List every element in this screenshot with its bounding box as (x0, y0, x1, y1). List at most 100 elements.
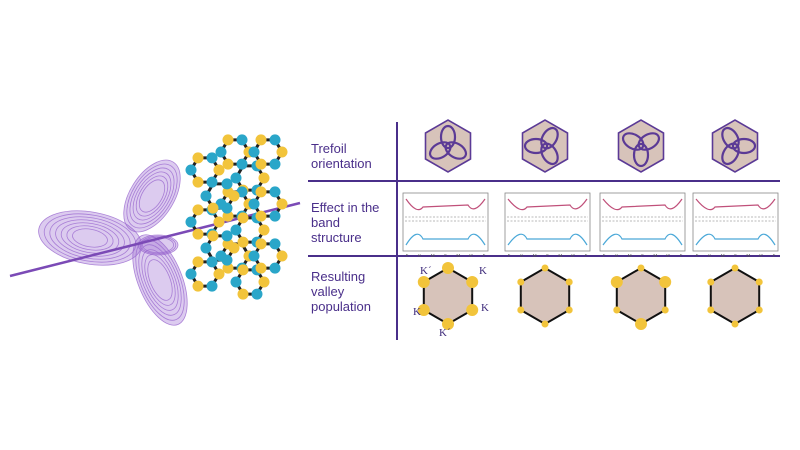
conduction-band (405, 198, 486, 211)
chalcogen-atom (207, 230, 219, 242)
chalcogen-atom (207, 202, 219, 214)
metal-atom (206, 280, 218, 292)
valley-kprime-dot (755, 278, 763, 286)
trefoil-lobe (621, 132, 645, 151)
metal-atom (269, 262, 281, 274)
trefoil-lobe (731, 137, 757, 155)
chalcogen-atom (255, 186, 267, 198)
trefoil-shape (721, 126, 757, 166)
metal-atom (269, 210, 281, 222)
field-lobe (147, 259, 173, 301)
band-tick-label: K (418, 253, 421, 258)
band-tick-label: K (615, 253, 618, 258)
band-tick-label: Γ (406, 253, 409, 258)
band-tick-label: Γ (641, 253, 644, 258)
chalcogen-atom (228, 190, 240, 202)
field-lobe (129, 167, 175, 225)
trefoil-lobe (540, 126, 559, 150)
metal-atom (230, 224, 242, 236)
band-tick-label: Γ (483, 253, 486, 258)
metal-atom (236, 158, 248, 170)
metal-atom (206, 256, 218, 268)
valence-band (405, 233, 486, 246)
trefoil-orientation-row (424, 119, 759, 173)
metal-atom (185, 216, 197, 228)
valley-k-dot (541, 264, 549, 272)
trefoil-lobe (428, 141, 452, 160)
conduction-band (602, 198, 683, 211)
metal-atom (269, 186, 281, 198)
valley-label-k-left: K (413, 306, 421, 318)
metal-atom (200, 190, 212, 202)
metal-atom (269, 238, 281, 250)
field-lobe (135, 239, 185, 321)
valley-k-dot (707, 306, 715, 314)
chalcogen-atom (237, 264, 249, 276)
field-lobe (135, 175, 169, 217)
metal-atom (185, 164, 197, 176)
chalcogen-atom (276, 146, 288, 158)
valley-kprime-dot (417, 276, 430, 288)
table-frame (308, 122, 780, 340)
valley-kprime-dot (466, 276, 479, 288)
field-lobe (123, 159, 181, 233)
valley-kprime-dot (635, 318, 647, 330)
band-tick-label: Γ (696, 253, 699, 258)
metal-atom (185, 268, 197, 280)
field-lobe (132, 171, 172, 221)
chalcogen-atom (192, 228, 204, 240)
trefoil-lobe (523, 137, 549, 155)
metal-atom (221, 202, 233, 214)
band-tick-label: K' (571, 253, 575, 258)
field-lobe (72, 228, 108, 248)
band-tick-label: M (721, 253, 725, 258)
chalcogen-atom (258, 172, 270, 184)
chalcogen-atom (258, 224, 270, 236)
valley-k-dot (755, 306, 763, 314)
band-tick-label: M (653, 253, 657, 258)
band-tick-label: K' (759, 253, 763, 258)
chalcogen-atom (255, 158, 267, 170)
band-tick-label: M (558, 253, 562, 258)
band-tick-label: K' (469, 253, 473, 258)
chalcogen-atom (276, 250, 288, 262)
metal-atom (221, 254, 233, 266)
valley-k-dot (517, 306, 525, 314)
band-plot-frame (504, 192, 591, 252)
band-tick-label: M (746, 253, 750, 258)
trefoil-hexagon (711, 119, 759, 173)
band-tick-label: K (520, 253, 523, 258)
trefoil-hexagon (424, 119, 472, 173)
band-tick-label: M (456, 253, 460, 258)
band-tick-label: M (431, 253, 435, 258)
field-lobe (141, 236, 174, 254)
field-lobe (60, 222, 120, 254)
metal-atom (221, 230, 233, 242)
field-lobe (144, 254, 176, 306)
valley-kprime-dot (659, 276, 672, 288)
field-lobe (55, 219, 125, 257)
field-lobe (38, 210, 142, 266)
brillouin-zone-hexagon (519, 266, 571, 326)
valley-k-dot (661, 306, 669, 314)
valley-kprime-dot (731, 320, 739, 328)
metal-atom (248, 250, 260, 262)
band-tick-label: K (708, 253, 711, 258)
trefoil-lobe (540, 142, 559, 166)
field-lobe (66, 225, 114, 251)
metal-atom (248, 198, 260, 210)
conduction-band (507, 198, 588, 211)
chalcogen-atom (228, 242, 240, 254)
valley-kprime-dot (541, 320, 549, 328)
chalcogen-atom (255, 210, 267, 222)
metal-atom (215, 146, 227, 158)
chalcogen-atom (222, 210, 234, 222)
metal-atom (269, 134, 281, 146)
chalcogen-atom (213, 268, 225, 280)
chalcogen-atom (255, 134, 267, 146)
trefoil-shape (621, 132, 661, 168)
valley-label-k-topright: K (479, 265, 487, 277)
trefoil-field-lobes (38, 159, 188, 326)
